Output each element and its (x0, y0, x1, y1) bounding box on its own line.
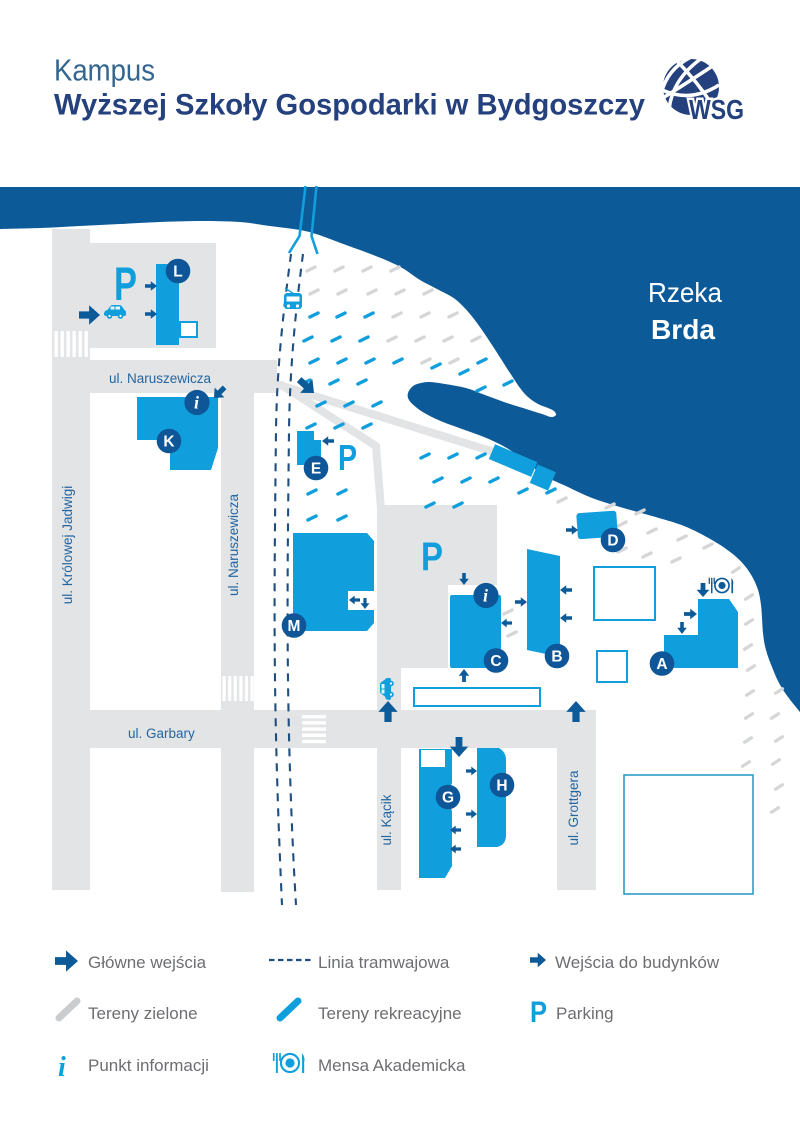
svg-text:Parking: Parking (556, 1004, 614, 1023)
svg-text:ul. Garbary: ul. Garbary (128, 726, 195, 741)
svg-text:G: G (442, 789, 454, 806)
svg-text:i: i (483, 586, 488, 606)
svg-text:Brda: Brda (651, 314, 715, 345)
svg-text:Wejścia do budynków: Wejścia do budynków (555, 953, 720, 972)
svg-text:L: L (173, 263, 182, 280)
svg-text:ul. Naruszewicza: ul. Naruszewicza (109, 371, 212, 386)
svg-text:ul. Naruszewicza: ul. Naruszewicza (226, 493, 241, 596)
svg-text:Tereny rekreacyjne: Tereny rekreacyjne (318, 1004, 462, 1023)
svg-text:i: i (58, 1052, 66, 1083)
svg-text:Tereny zielone: Tereny zielone (88, 1004, 198, 1023)
svg-text:E: E (311, 460, 321, 477)
svg-text:P: P (421, 535, 443, 579)
svg-text:Mensa Akademicka: Mensa Akademicka (318, 1056, 466, 1075)
svg-text:D: D (607, 532, 618, 549)
svg-text:ul. Grottgera: ul. Grottgera (566, 770, 581, 846)
svg-text:Linia tramwajowa: Linia tramwajowa (318, 953, 450, 972)
svg-text:H: H (496, 777, 507, 794)
svg-text:Główne wejścia: Główne wejścia (88, 953, 207, 972)
svg-text:WSG: WSG (689, 94, 744, 125)
svg-text:B: B (551, 648, 562, 665)
svg-text:Wyższej Szkoły Gospodarki w By: Wyższej Szkoły Gospodarki w Bydgoszczy (54, 89, 645, 122)
svg-text:Kampus: Kampus (54, 54, 155, 88)
svg-text:P: P (338, 437, 357, 478)
svg-text:C: C (490, 653, 501, 670)
svg-text:A: A (656, 656, 667, 673)
svg-text:i: i (194, 393, 199, 413)
svg-text:Rzeka: Rzeka (648, 277, 722, 308)
svg-text:ul. Królowej Jadwigi: ul. Królowej Jadwigi (60, 486, 75, 605)
svg-text:K: K (163, 433, 175, 450)
svg-text:ul. Kącik: ul. Kącik (379, 794, 394, 845)
svg-text:P: P (530, 996, 547, 1029)
svg-text:P: P (114, 257, 137, 310)
svg-text:M: M (288, 618, 301, 635)
svg-text:Punkt informacji: Punkt informacji (88, 1056, 209, 1075)
